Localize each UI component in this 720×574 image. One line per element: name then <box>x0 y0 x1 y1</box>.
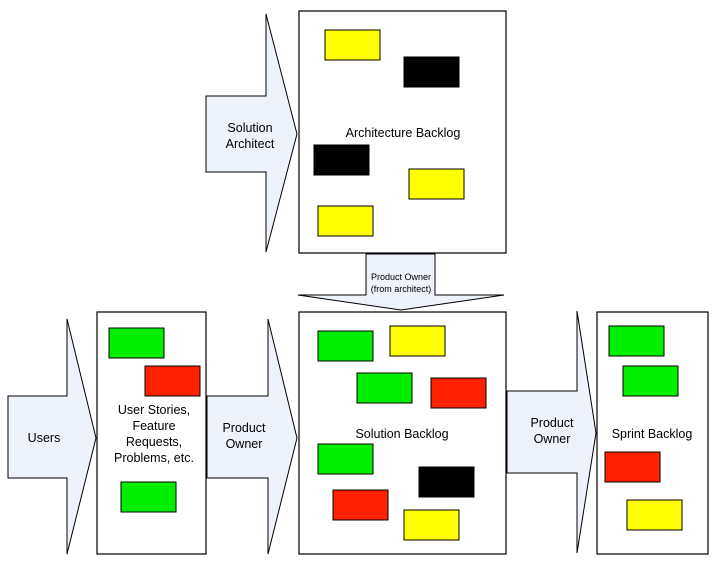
user-stories-label-line-3: Requests, <box>126 435 182 449</box>
product-owner-right-line-1: Product <box>530 416 574 430</box>
users-label: Users <box>28 431 61 445</box>
user-stories-label-line-4: Problems, etc. <box>114 451 194 465</box>
product-owner-left-line-1: Product <box>222 421 266 435</box>
solution-card-1 <box>317 330 374 362</box>
solution-architect-label-line-1: Solution <box>227 121 272 135</box>
solution-card-7 <box>332 489 389 521</box>
user-stories-label-line-1: User Stories, <box>118 403 190 417</box>
architecture-card-1 <box>324 29 381 61</box>
product-owner-left-arrow-shape <box>206 318 298 555</box>
solution-backlog-label: Solution Backlog <box>355 427 448 441</box>
product-owner-right-arrow: Product Owner <box>506 310 597 554</box>
architecture-backlog-board: Architecture Backlog <box>298 10 507 254</box>
users-arrow-shape <box>7 318 97 555</box>
product-owner-right-arrow-shape <box>506 310 597 554</box>
solution-card-3 <box>356 372 413 404</box>
architecture-backlog-label: Architecture Backlog <box>346 126 461 140</box>
user-stories-card-2 <box>144 365 201 397</box>
sprint-card-3 <box>604 451 661 483</box>
solution-backlog-board: Solution Backlog <box>298 311 507 555</box>
solution-architect-arrow-shape <box>205 13 298 253</box>
product-owner-left-arrow: Product Owner <box>206 318 298 555</box>
product-owner-from-architect-arrow: Product Owner (from architect) <box>297 253 505 311</box>
user-stories-label-line-2: Feature <box>132 419 175 433</box>
user-stories-card-3 <box>120 481 177 513</box>
solution-card-8 <box>403 509 460 541</box>
solution-card-4 <box>430 377 487 409</box>
architecture-card-2 <box>403 56 460 88</box>
product-owner-from-architect-arrow-shape <box>297 253 505 311</box>
product-owner-from-architect-line-1: Product Owner <box>371 272 431 282</box>
solution-architect-arrow: Solution Architect <box>205 13 298 253</box>
solution-card-6 <box>418 466 475 498</box>
user-stories-board: User Stories, Feature Requests, Problems… <box>96 311 207 555</box>
users-arrow: Users <box>7 318 97 555</box>
architecture-card-4 <box>408 168 465 200</box>
architecture-card-3 <box>313 144 370 176</box>
solution-architect-label-line-2: Architect <box>226 137 275 151</box>
user-stories-card-1 <box>108 327 165 359</box>
sprint-card-2 <box>622 365 679 397</box>
product-owner-right-line-2: Owner <box>534 432 571 446</box>
solution-card-2 <box>389 325 446 357</box>
sprint-card-4 <box>626 499 683 531</box>
sprint-card-1 <box>608 325 665 357</box>
solution-card-5 <box>317 443 374 475</box>
architecture-card-5 <box>317 205 374 237</box>
product-owner-from-architect-line-2: (from architect) <box>371 284 432 294</box>
product-owner-left-line-2: Owner <box>226 437 263 451</box>
sprint-backlog-label: Sprint Backlog <box>612 427 693 441</box>
sprint-backlog-board: Sprint Backlog <box>596 311 709 555</box>
